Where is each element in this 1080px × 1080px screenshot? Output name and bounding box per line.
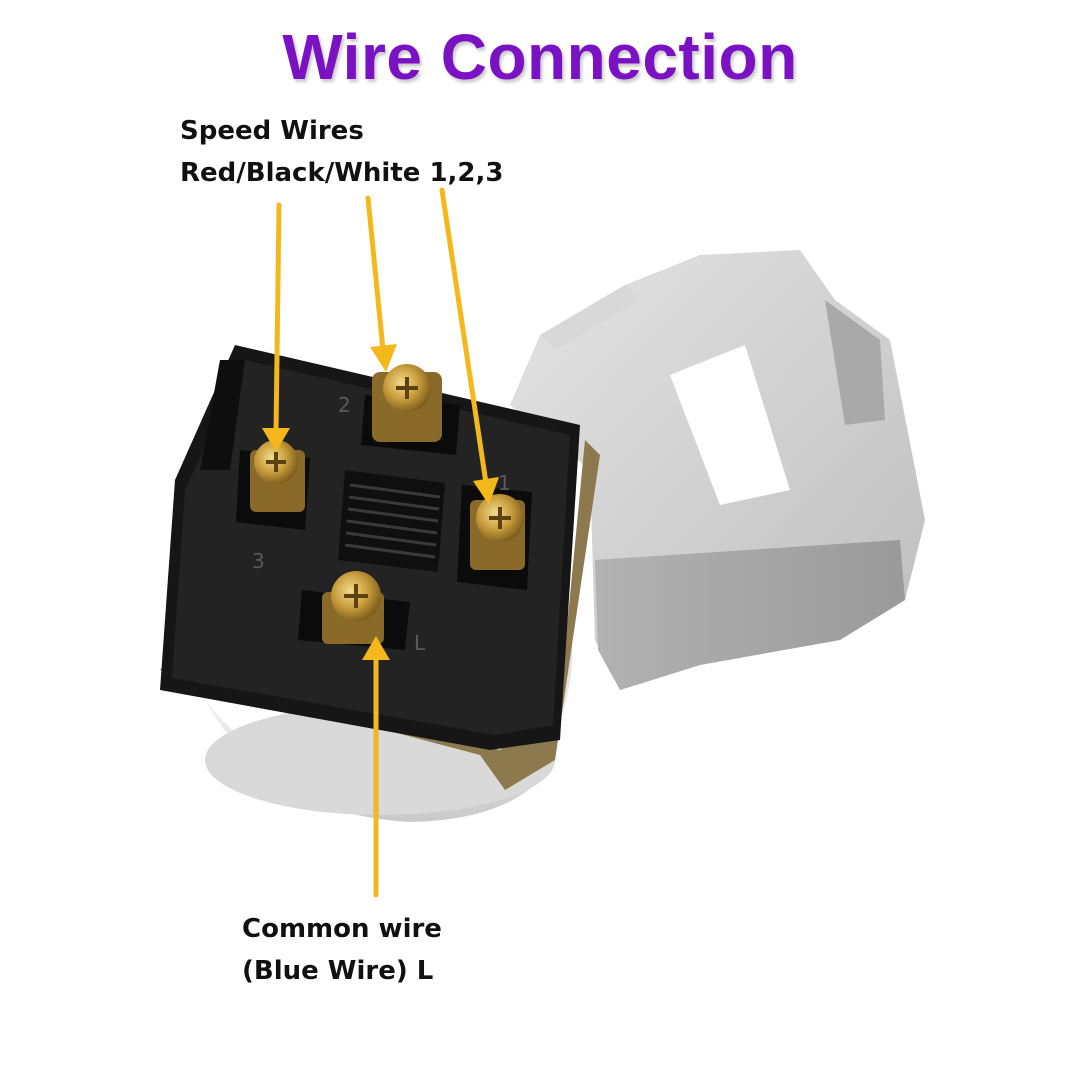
terminal-marks: 2 3 1 L	[252, 393, 511, 655]
page-title: Wire Connection	[282, 21, 798, 93]
arrow-icon	[262, 428, 290, 452]
arrow-terminal-l	[362, 636, 390, 898]
arrow-icon	[362, 636, 390, 660]
screw-terminal-1	[470, 494, 525, 570]
gray-housing	[510, 250, 925, 690]
screw-terminal-l	[322, 571, 384, 644]
speed-wires-line1: Speed Wires	[180, 116, 364, 146]
speed-wires-line2: Red/Black/White 1,2,3	[180, 158, 504, 188]
screw-terminal-2	[372, 364, 442, 442]
terminal-mark-2: 2	[338, 393, 351, 417]
screw-terminal-3	[250, 440, 305, 512]
speed-wires-label: Speed Wires Red/Black/White 1,2,3	[180, 110, 503, 194]
arrow-terminal-1	[439, 187, 499, 505]
common-wire-label: Common wire (Blue Wire) L	[242, 908, 442, 992]
common-wire-line1: Common wire	[242, 914, 442, 944]
common-wire-line2: (Blue Wire) L	[242, 956, 434, 986]
terminal-mark-3: 3	[252, 549, 265, 573]
arrow-icon	[473, 477, 499, 505]
terminal-mark-1: 1	[498, 471, 511, 495]
terminal-mark-l: L	[414, 631, 426, 655]
arrow-icon	[370, 344, 397, 372]
arrow-terminal-2	[365, 195, 397, 372]
arrow-terminal-3	[262, 202, 290, 452]
